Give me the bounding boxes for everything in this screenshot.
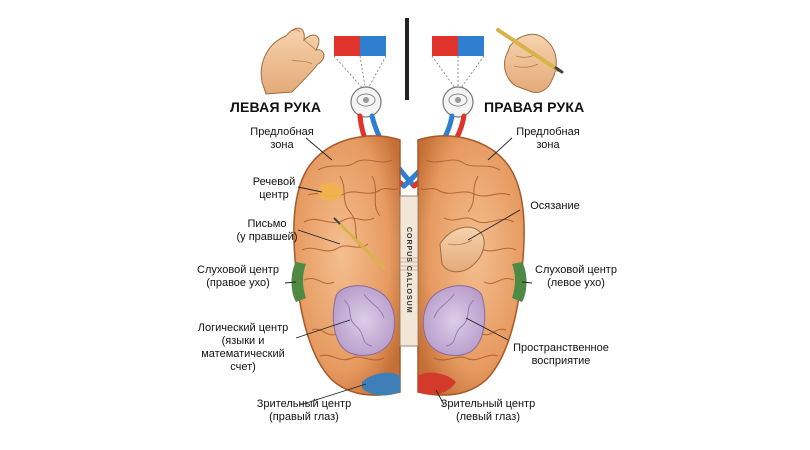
visual-center-left-eye-area: [418, 372, 456, 395]
center-divider: [405, 18, 409, 100]
left-hand-heading: ЛЕВАЯ РУКА: [230, 99, 322, 115]
leader-lines: [284, 137, 533, 406]
left-color-square: [334, 36, 386, 56]
label-touch: Осязание: [530, 200, 580, 212]
logic-area: [332, 285, 396, 356]
corpus-callosum-label: CORPUS CALLOSUM: [405, 226, 412, 314]
spatial-area: [422, 285, 486, 356]
writing-pencil-icon: [333, 217, 386, 270]
label-writing: Письмо(у правшей): [236, 218, 298, 243]
left-hand-icon: [260, 27, 325, 95]
corpus-callosum-strip: [399, 195, 419, 347]
left-hemisphere: [293, 135, 401, 396]
left-auditory-area: [291, 262, 306, 302]
right-vision-cone: [431, 55, 485, 93]
label-auditory-right-ear: Слуховой центр(правое ухо): [197, 264, 279, 289]
visual-center-right-eye-area: [362, 372, 400, 396]
touch-hand-icon: [439, 226, 485, 273]
right-auditory-area: [512, 262, 527, 302]
label-auditory-left-ear: Слуховой центр(левое ухо): [535, 264, 617, 289]
right-hand-heading: ПРАВАЯ РУКА: [484, 99, 585, 115]
pencil-icon: [496, 28, 564, 74]
speech-center-area: [318, 183, 342, 201]
left-vision-cone: [333, 55, 387, 93]
label-visual-right-eye: Зрительный центр(правый глаз): [256, 398, 352, 423]
label-visual-left-eye: Зрительный центр(левый глаз): [440, 398, 536, 423]
right-color-square: [432, 36, 484, 56]
left-eye-icon: [350, 86, 382, 118]
right-eye-icon: [442, 86, 474, 118]
